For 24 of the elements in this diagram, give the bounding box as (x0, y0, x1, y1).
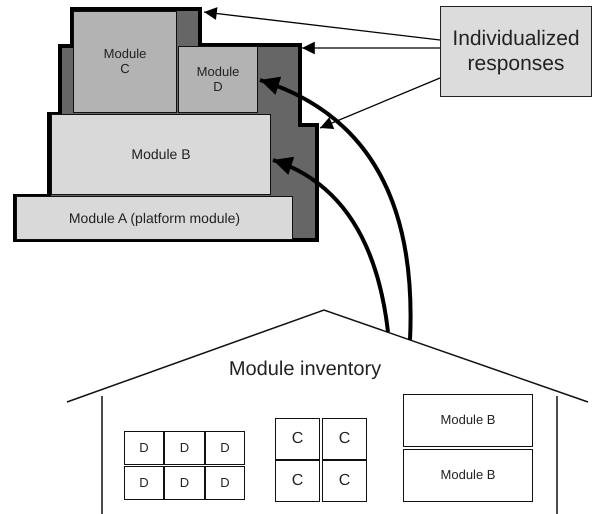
inventory-title: Module inventory (228, 358, 382, 381)
arrow (320, 77, 440, 129)
module-block: D (124, 431, 164, 465)
module-block: Module B (51, 114, 271, 195)
arrow (204, 7, 440, 41)
module-block: Module D (178, 46, 258, 113)
module-block: C (322, 418, 367, 460)
module-block: Module B (403, 394, 533, 447)
module-block: D (164, 431, 205, 465)
note-box: Individualized responses (440, 6, 592, 97)
module-block: Module B (403, 449, 533, 502)
arrow (259, 78, 412, 340)
module-block: D (205, 431, 245, 465)
module-block: Module A (platform module) (16, 196, 293, 240)
module-block: C (275, 460, 320, 502)
module-block: Module C (73, 11, 177, 113)
module-block: D (164, 466, 205, 500)
product-stack (13, 7, 320, 242)
arrow (272, 158, 390, 332)
module-block: C (275, 418, 320, 460)
module-block: D (124, 466, 164, 500)
module-block: D (205, 466, 245, 500)
module-block: C (322, 460, 367, 502)
arrow (302, 42, 440, 54)
